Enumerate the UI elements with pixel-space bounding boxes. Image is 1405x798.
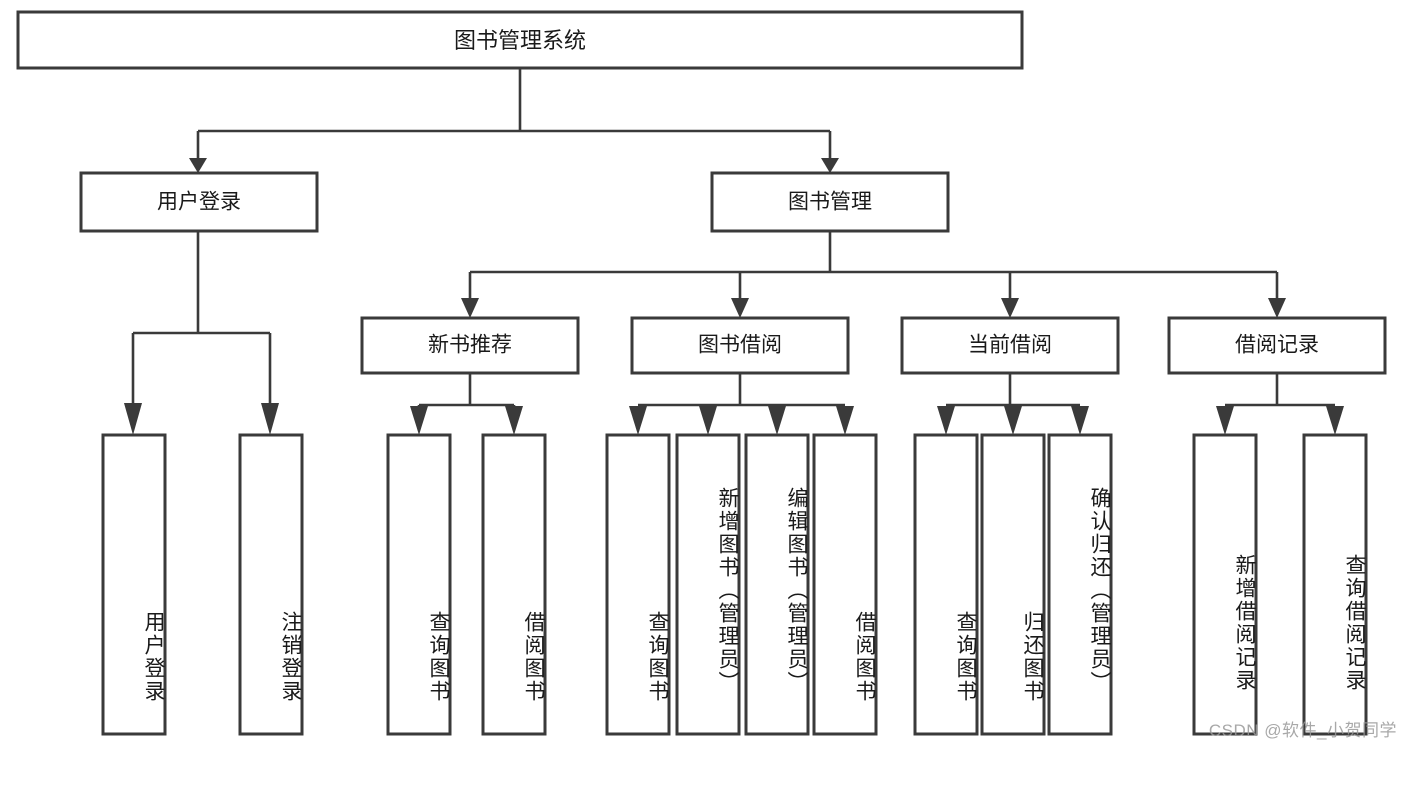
node-root-box[interactable] xyxy=(16,10,1024,70)
tree-diagram: 图书管理系统 用户登录 图书管理 新书推荐 图书借阅 当前借阅 借阅记录 xyxy=(16,10,1387,736)
arrow-to-current-borrow xyxy=(1001,298,1019,318)
node-book-borrow-label: 图书借阅 xyxy=(698,334,782,357)
node-current-borrow[interactable]: 当前借阅 xyxy=(900,316,1120,375)
arrow-leaf-edit-book xyxy=(768,406,786,435)
leaf-borrow-book-2-box[interactable] xyxy=(812,433,878,736)
arrow-to-book-manage xyxy=(821,158,839,173)
arrow-to-new-book-recommend xyxy=(461,298,479,318)
arrow-leaf-query-book-3 xyxy=(937,406,955,435)
node-user-login[interactable]: 用户登录 xyxy=(79,171,319,233)
leaf-return-book-box[interactable] xyxy=(980,433,1046,736)
node-new-book-recommend-label: 新书推荐 xyxy=(428,334,512,357)
leaf-add-book-box[interactable] xyxy=(675,433,741,736)
leaf-logout-box[interactable] xyxy=(238,433,304,736)
arrow-leaf-add-book xyxy=(699,406,717,435)
leaf-confirm-return-box[interactable] xyxy=(1047,433,1113,736)
arrow-to-user-login xyxy=(189,158,207,173)
csdn-watermark: CSDN @软件_小贺同学 xyxy=(1208,721,1397,740)
node-book-manage-label: 图书管理 xyxy=(788,191,872,214)
leaf-query-book-2-box[interactable] xyxy=(605,433,671,736)
arrow-leaf-confirm-return xyxy=(1071,406,1089,435)
node-new-book-recommend[interactable]: 新书推荐 xyxy=(360,316,580,375)
arrow-leaf-query-book-2 xyxy=(629,406,647,435)
node-book-borrow-box[interactable] xyxy=(630,316,850,375)
node-book-manage-box[interactable] xyxy=(710,171,950,233)
arrow-leaf-query-book-1 xyxy=(410,406,428,435)
node-borrow-record-box[interactable] xyxy=(1167,316,1387,375)
node-book-manage[interactable]: 图书管理 xyxy=(710,171,950,233)
node-user-login-label: 用户登录 xyxy=(157,191,241,214)
node-current-borrow-box[interactable] xyxy=(900,316,1120,375)
node-current-borrow-label: 当前借阅 xyxy=(968,334,1052,357)
connector-layer xyxy=(124,68,1344,435)
leaf-query-record-box[interactable] xyxy=(1302,433,1368,736)
leaf-edit-book-box[interactable] xyxy=(744,433,810,736)
arrow-leaf-borrow-book-1 xyxy=(505,406,523,435)
arrow-to-book-borrow xyxy=(731,298,749,318)
leaf-query-book-1-box[interactable] xyxy=(386,433,452,736)
arrow-leaf-borrow-book-2 xyxy=(836,406,854,435)
node-user-login-box[interactable] xyxy=(79,171,319,233)
arrow-leaf-user-login xyxy=(124,403,142,435)
node-new-book-recommend-box[interactable] xyxy=(360,316,580,375)
leaf-add-record-box[interactable] xyxy=(1192,433,1258,736)
leaf-borrow-book-1-box[interactable] xyxy=(481,433,547,736)
node-root-label: 图书管理系统 xyxy=(454,28,586,53)
node-root[interactable]: 图书管理系统 xyxy=(16,10,1024,70)
node-borrow-record[interactable]: 借阅记录 xyxy=(1167,316,1387,375)
arrow-leaf-logout xyxy=(261,403,279,435)
node-borrow-record-label: 借阅记录 xyxy=(1235,334,1319,357)
arrow-leaf-add-record xyxy=(1216,406,1234,435)
leaf-user-login-box[interactable] xyxy=(101,433,167,736)
arrow-to-borrow-record xyxy=(1268,298,1286,318)
diagram-canvas-container: 图书管理系统 用户登录 图书管理 新书推荐 图书借阅 当前借阅 借阅记录 xyxy=(16,10,1397,740)
node-book-borrow[interactable]: 图书借阅 xyxy=(630,316,850,375)
arrow-leaf-return-book xyxy=(1004,406,1022,435)
leaf-query-book-3-box[interactable] xyxy=(913,433,979,736)
leaf-box-layer xyxy=(101,433,1368,736)
arrow-leaf-query-record xyxy=(1326,406,1344,435)
